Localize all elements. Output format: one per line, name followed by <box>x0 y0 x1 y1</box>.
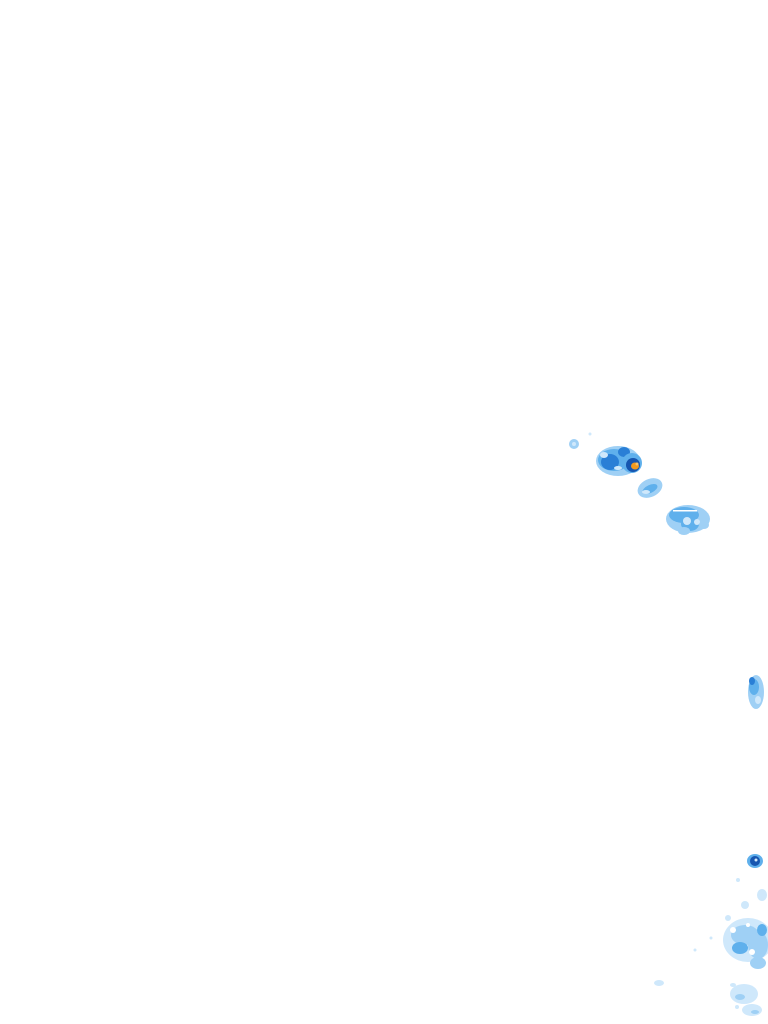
cell-north-core <box>631 462 639 470</box>
cell-north-small <box>569 432 592 449</box>
cell-east-cluster <box>666 505 710 535</box>
cell-right-edge <box>748 675 764 709</box>
cell-mid-band <box>637 478 663 498</box>
cell-southeast-core <box>747 854 763 868</box>
cell-southeast-field <box>654 878 768 1016</box>
